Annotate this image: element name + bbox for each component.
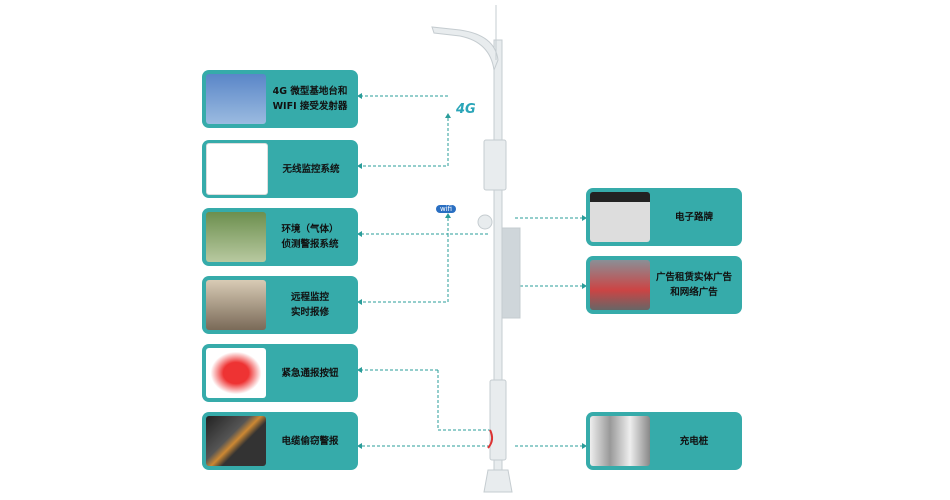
feature-charging: 充电桩 xyxy=(586,412,742,470)
feature-led-sign: 电子路牌 xyxy=(586,188,742,246)
weather-station-icon xyxy=(206,212,266,262)
feature-environment: 环境（气体） 侦测警报系统 xyxy=(202,208,358,266)
feature-label: 无线监控系统 xyxy=(282,163,340,175)
feature-cable: 电缆偷窃警报 xyxy=(202,412,358,470)
feature-label: 环境（气体） 侦测警报系统 xyxy=(281,224,339,250)
feature-label: 远程监控 实时报修 xyxy=(290,292,329,318)
feature-label: 4G 微型基地台和 WIFI 接受发射器 xyxy=(272,86,348,112)
alarm-light-icon xyxy=(206,348,266,398)
feature-label: 广告租赁实体广告 和网络广告 xyxy=(655,272,732,298)
cables-icon xyxy=(206,416,266,466)
feature-label: 紧急通报按钮 xyxy=(281,367,339,379)
feature-label: 电子路牌 xyxy=(674,211,713,223)
charging-station-icon xyxy=(590,416,650,466)
control-room-icon xyxy=(206,280,266,330)
feature-advertising: 广告租赁实体广告 和网络广告 xyxy=(586,256,742,314)
feature-emergency: 紧急通报按钮 xyxy=(202,344,358,402)
feature-label: 电缆偷窃警报 xyxy=(281,435,339,447)
4g-badge: 4G xyxy=(456,102,476,117)
feature-4g-wifi: 4G 微型基地台和 WIFI 接受发射器 xyxy=(202,70,358,128)
connector xyxy=(362,118,449,167)
camera-icon xyxy=(206,143,268,195)
wifi-badge: wifi xyxy=(436,205,457,213)
ad-trucks-icon xyxy=(590,260,650,310)
cell-tower-icon xyxy=(206,74,266,124)
smart-pole xyxy=(431,5,521,493)
led-sign-icon xyxy=(590,192,650,242)
connector xyxy=(362,369,490,431)
feature-camera: 无线监控系统 xyxy=(202,140,358,198)
connector xyxy=(362,234,449,303)
feature-label: 充电桩 xyxy=(679,435,709,447)
feature-remote: 远程监控 实时报修 xyxy=(202,276,358,334)
connector xyxy=(362,218,449,235)
